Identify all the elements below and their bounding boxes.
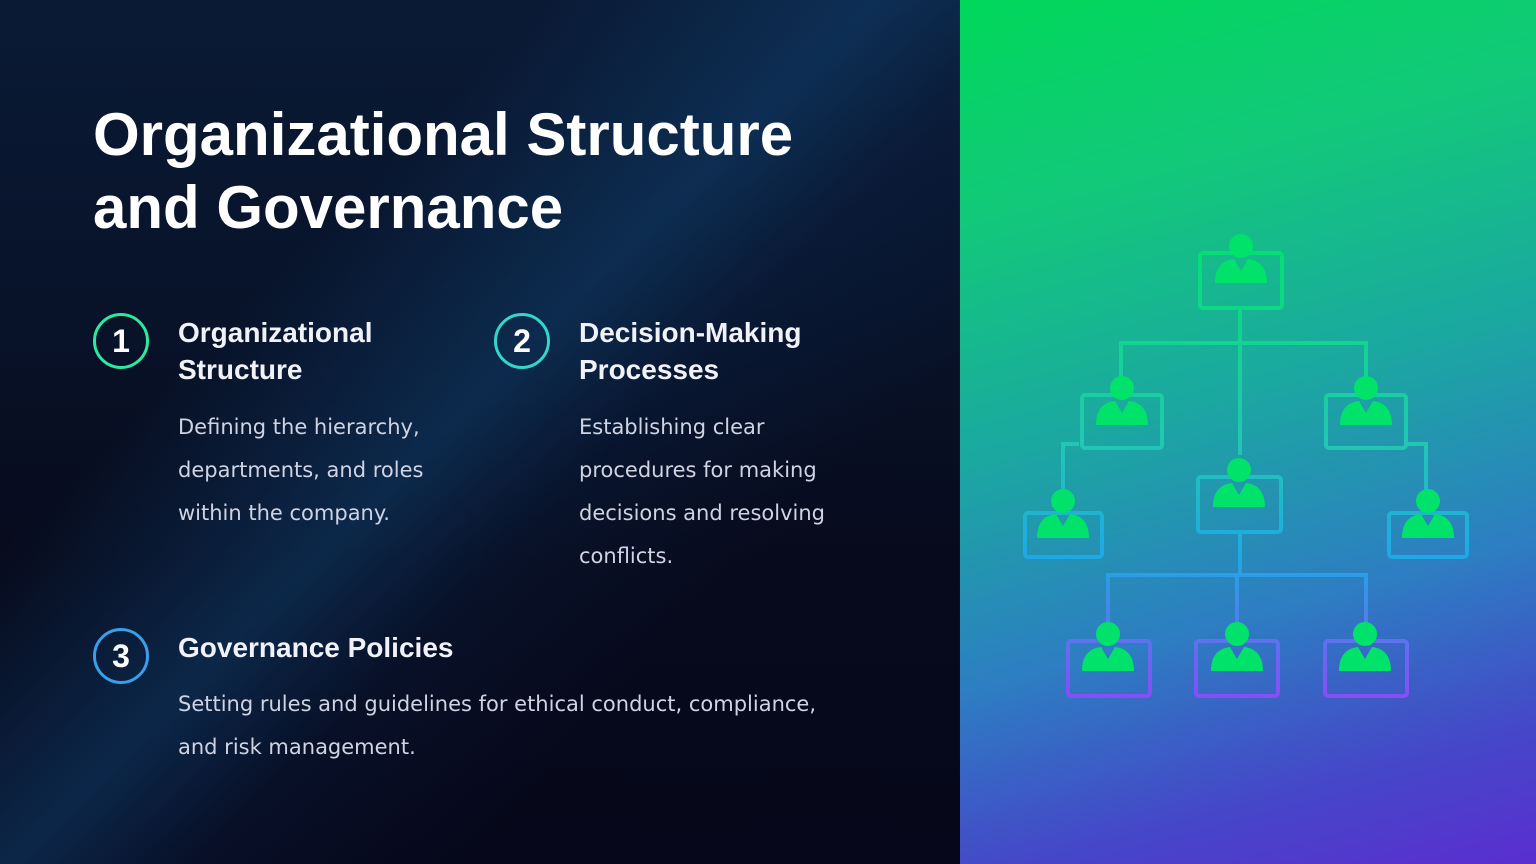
item-1-title: Organizational Structure xyxy=(178,317,373,385)
item-3-number-badge: 3 xyxy=(93,628,149,684)
item-2-description: Establishing clear procedures for making… xyxy=(579,415,825,568)
item-1-description: Defining the hierarchy, departments, and… xyxy=(178,415,424,525)
item-2-number-badge: 2 xyxy=(494,313,550,369)
item-2-title: Decision-Making Processes xyxy=(579,317,802,385)
person-icons xyxy=(1037,234,1454,671)
content-panel xyxy=(0,0,960,864)
slide-title: Organizational Structure and Governance xyxy=(93,101,794,241)
illustration-panel xyxy=(960,0,1536,864)
item-3-description: Setting rules and guidelines for ethical… xyxy=(178,692,817,759)
org-chart-icon xyxy=(1023,234,1469,698)
item-1-number-badge: 1 xyxy=(93,313,149,369)
item-3-title: Governance Policies xyxy=(178,632,454,663)
